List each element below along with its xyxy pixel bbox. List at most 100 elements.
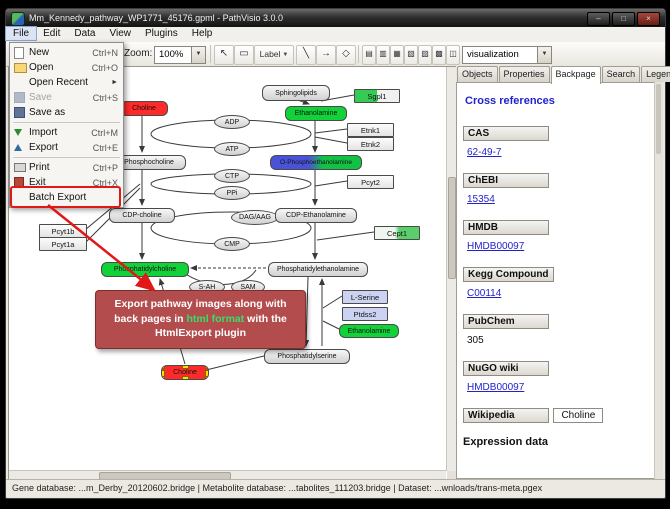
pathway-node-ppi[interactable]: PPi xyxy=(214,186,250,200)
batch-export-highlight-box xyxy=(10,186,121,208)
selection-tool-button[interactable]: ↖ xyxy=(214,45,234,65)
visualization-dropdown-arrow-icon[interactable]: ▼ xyxy=(537,47,551,63)
tab-properties[interactable]: Properties xyxy=(498,66,550,82)
close-button[interactable]: × xyxy=(637,12,660,26)
tab-legend[interactable]: Legend xyxy=(641,66,670,82)
xref-link[interactable]: C00114 xyxy=(467,288,502,299)
file-menu-item-export[interactable]: Export Ctrl+E xyxy=(10,140,123,155)
pathway-node-adp[interactable]: ADP xyxy=(214,115,250,129)
file-menu-item-batch-export[interactable]: Batch Export xyxy=(10,190,123,205)
file-menu-item-open-recent[interactable]: Open Recent ► xyxy=(10,75,123,90)
menu-item-label: Save xyxy=(29,92,52,103)
pathway-node-pcyt2[interactable]: Pcyt2 xyxy=(347,175,394,189)
xref-section-wikipedia: Wikipedia Choline xyxy=(463,405,654,433)
file-menu-item-new[interactable]: New Ctrl+N xyxy=(10,45,123,60)
annotation-callout: Export pathway images along with back pa… xyxy=(95,290,306,350)
menu-item-shortcut: Ctrl+S xyxy=(92,92,118,103)
menu-data[interactable]: Data xyxy=(74,28,96,39)
xref-link[interactable]: HMDB00097 xyxy=(467,382,525,393)
file-menu-item-save[interactable]: Save Ctrl+S xyxy=(10,90,123,105)
toolbar-separator xyxy=(358,45,359,63)
label-tool-button[interactable]: Label▼ xyxy=(254,45,294,65)
pathway-node-choline[interactable]: Choline xyxy=(120,101,168,116)
datanode-tool-button[interactable]: ▭ xyxy=(234,45,254,65)
menu-plugins[interactable]: Plugins xyxy=(144,28,178,39)
line-tool-button[interactable]: ╲ xyxy=(296,45,316,65)
xref-header: Kegg Compound xyxy=(463,267,554,282)
pathway-node-phosphatidylcholine[interactable]: Phosphatidylcholine xyxy=(101,262,189,277)
file-menu-item-print[interactable]: Print Ctrl+P xyxy=(10,160,123,175)
distribute-vertical-button[interactable]: ◫ xyxy=(446,45,460,65)
pathway-node-choline-selected[interactable]: Choline xyxy=(161,365,209,380)
menu-item-shortcut: Ctrl+E xyxy=(92,142,118,153)
pathway-node-sphingolipids[interactable]: Sphingolipids xyxy=(262,85,330,101)
pathway-node-ctp[interactable]: CTP xyxy=(214,169,250,183)
xref-link[interactable]: HMDB00097 xyxy=(467,241,525,252)
zoom-dropdown-arrow-icon[interactable]: ▼ xyxy=(191,47,205,63)
annotation-highlight-text: html format xyxy=(186,312,245,325)
pathway-node-o-phosphoethanolamine[interactable]: O-Phosphoethanolamine xyxy=(270,155,362,170)
pathway-node-l-serine[interactable]: L-Serine xyxy=(342,290,388,304)
pathway-node-ethanolamine[interactable]: Ethanolamine xyxy=(285,106,347,121)
selection-handle[interactable] xyxy=(205,376,208,379)
pathway-node-sgpl1[interactable]: Sgpl1 xyxy=(354,89,400,103)
selection-handle[interactable] xyxy=(162,376,165,379)
backpage-content: Cross references CAS 62-49-7 ChEBI 15354… xyxy=(456,82,655,479)
xref-header: ChEBI xyxy=(463,173,549,188)
menu-item-label: Batch Export xyxy=(29,192,87,203)
pathway-node-phosphatidylserine[interactable]: Phosphatidylserine xyxy=(264,349,350,364)
menu-file[interactable]: File xyxy=(4,26,38,41)
panel-scrollbar[interactable] xyxy=(654,82,663,479)
pathway-node-pcyt1b[interactable]: Pcyt1b xyxy=(39,224,87,238)
arrow-tool-button[interactable]: → xyxy=(316,45,336,65)
panel-scrollbar-thumb[interactable] xyxy=(656,84,661,154)
tab-search[interactable]: Search xyxy=(601,66,641,82)
zoom-combobox[interactable]: 100% ▼ xyxy=(154,46,206,64)
menu-view[interactable]: View xyxy=(109,28,131,39)
pathway-node-cmp[interactable]: CMP xyxy=(214,237,250,251)
selection-handle[interactable] xyxy=(182,366,189,369)
selection-handle[interactable] xyxy=(205,366,208,369)
pathway-node-etnk1[interactable]: Etnk1 xyxy=(347,123,394,137)
menu-item-label: Save as xyxy=(29,107,66,118)
file-menu-item-save-as[interactable]: Save as xyxy=(10,105,123,120)
menu-edit[interactable]: Edit xyxy=(43,28,61,39)
tab-objects[interactable]: Objects xyxy=(457,66,498,82)
menu-separator xyxy=(13,157,120,158)
pathway-node-ethanolamine-2[interactable]: Ethanolamine xyxy=(339,324,399,338)
pathway-node-pcyt1a[interactable]: Pcyt1a xyxy=(39,237,87,251)
shape-tool-button[interactable]: ◇ xyxy=(336,45,356,65)
pathway-node-cdp-choline[interactable]: CDP-choline xyxy=(109,208,175,223)
pathway-node-etnk2[interactable]: Etnk2 xyxy=(347,137,394,151)
xref-value-boxed[interactable]: Choline xyxy=(553,408,604,423)
xref-section-nugo: NuGO wiki HMDB00097 xyxy=(463,358,654,393)
open-folder-icon xyxy=(14,62,29,73)
vertical-scrollbar-thumb[interactable] xyxy=(448,177,456,279)
selection-handle[interactable] xyxy=(162,366,165,369)
minimize-button[interactable]: – xyxy=(587,12,610,26)
xref-link[interactable]: 62-49-7 xyxy=(467,147,502,158)
pathway-node-ptdss2[interactable]: Ptdss2 xyxy=(342,307,388,321)
menu-help[interactable]: Help xyxy=(191,28,213,39)
maximize-button[interactable]: □ xyxy=(612,12,635,26)
selection-handle[interactable] xyxy=(162,369,165,377)
align-top-button[interactable]: ▧ xyxy=(404,45,418,65)
pathway-node-cdp-ethanolamine[interactable]: CDP-Ethanolamine xyxy=(275,208,357,223)
tab-backpage[interactable]: Backpage xyxy=(550,66,601,84)
pathway-node-phosphatidylethanolamine[interactable]: Phosphatidylethanolamine xyxy=(268,262,368,277)
pathway-node-dag-aag[interactable]: DAG/AAG xyxy=(231,210,279,225)
align-bottom-button[interactable]: ▨ xyxy=(418,45,432,65)
pathway-node-cept1[interactable]: Cept1 xyxy=(374,226,420,240)
align-center-button[interactable]: ▥ xyxy=(376,45,390,65)
align-right-button[interactable]: ▦ xyxy=(390,45,404,65)
xref-header: NuGO wiki xyxy=(463,361,549,376)
canvas-vertical-scrollbar[interactable] xyxy=(446,67,456,471)
file-menu-item-open[interactable]: Open Ctrl+O xyxy=(10,60,123,75)
selection-handle[interactable] xyxy=(182,376,189,379)
visualization-combobox[interactable]: visualization ▼ xyxy=(462,46,552,64)
distribute-horizontal-button[interactable]: ▩ xyxy=(432,45,446,65)
xref-link[interactable]: 15354 xyxy=(467,194,495,205)
file-menu-item-import[interactable]: Import Ctrl+M xyxy=(10,125,123,140)
pathway-node-atp[interactable]: ATP xyxy=(214,142,250,156)
align-left-button[interactable]: ▤ xyxy=(362,45,376,65)
